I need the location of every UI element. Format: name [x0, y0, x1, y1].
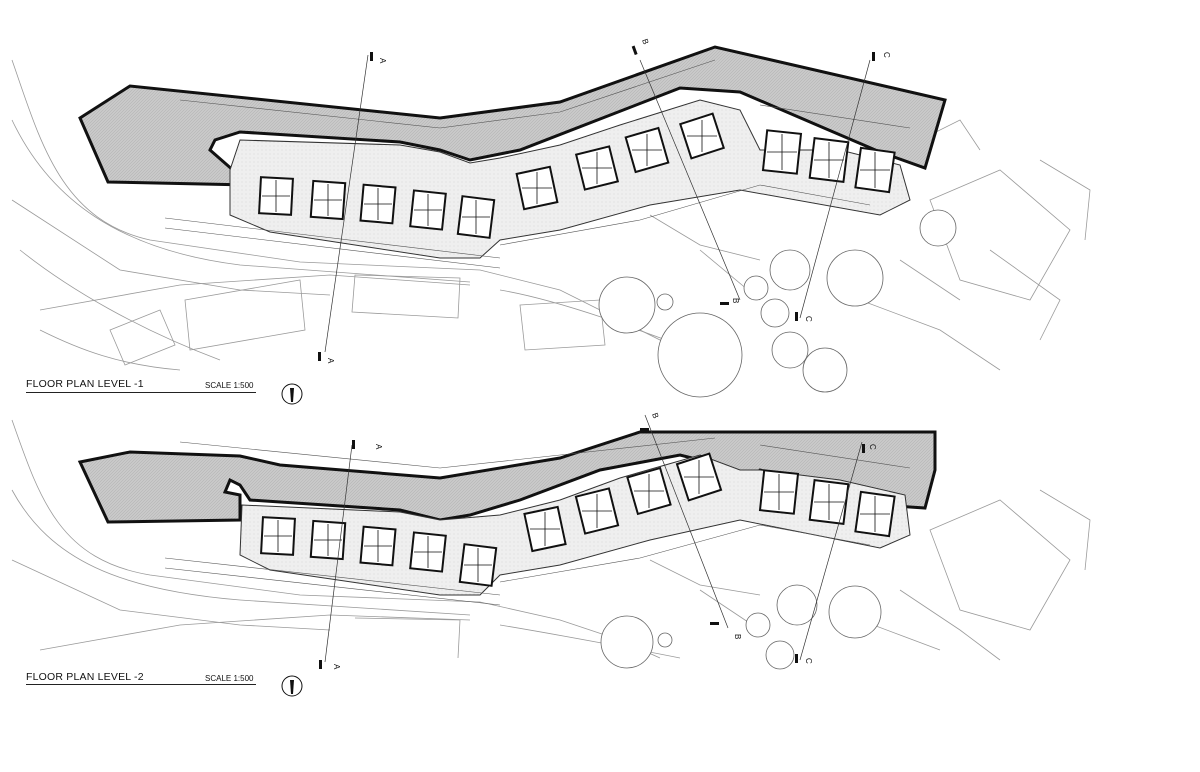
- trees: [598, 209, 957, 398]
- section-label: A: [332, 664, 341, 670]
- title-underline: [26, 684, 256, 685]
- section-markers: [319, 428, 865, 669]
- dimension-lines: [164, 59, 911, 269]
- apartment-units: [260, 452, 896, 587]
- building-floor-slab: [229, 99, 911, 259]
- section-label: A: [378, 58, 387, 64]
- plan-title: FLOOR PLAN LEVEL -1: [26, 378, 144, 390]
- section-label: C: [804, 658, 813, 664]
- section-label: B: [650, 412, 660, 420]
- section-lines: [324, 54, 871, 353]
- terrain-mass: [78, 45, 947, 187]
- section-label: B: [640, 38, 650, 46]
- section-label: C: [804, 316, 813, 322]
- section-label: C: [882, 52, 891, 58]
- north-arrow-icon: [281, 675, 303, 697]
- apartment-units: [258, 112, 896, 239]
- title-underline: [26, 392, 256, 393]
- plan-title: FLOOR PLAN LEVEL -2: [26, 671, 144, 683]
- north-arrow-icon: [281, 383, 303, 405]
- section-lines: [324, 414, 863, 663]
- section-label: A: [374, 444, 383, 450]
- plan-scale: SCALE 1:500: [205, 674, 254, 683]
- section-label: A: [326, 358, 335, 364]
- building-floor-slab: [239, 454, 911, 596]
- dimension-lines: [164, 437, 911, 606]
- section-markers: [318, 45, 875, 361]
- plan-scale: SCALE 1:500: [205, 381, 254, 390]
- section-label: C: [868, 444, 877, 450]
- site-context-lines: [11, 419, 1091, 661]
- section-label: B: [731, 298, 740, 303]
- section-label: B: [733, 634, 742, 639]
- trees: [600, 584, 882, 670]
